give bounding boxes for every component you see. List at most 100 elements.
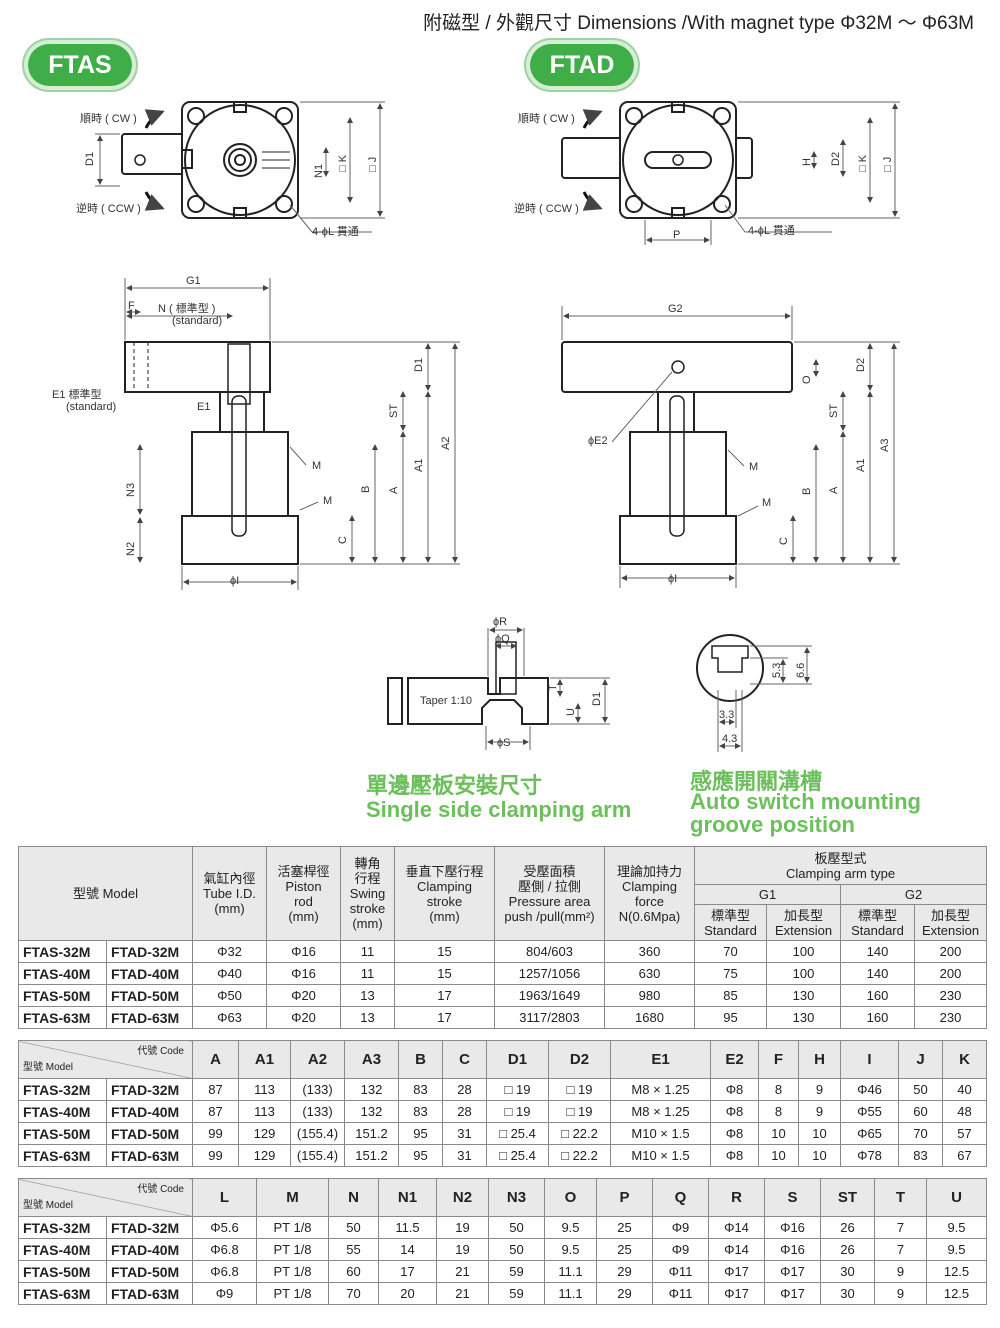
model-header: 型號 Model (18, 846, 193, 941)
g2-label: G2 (668, 303, 683, 315)
p-label: P (673, 229, 680, 241)
model-cell: FTAS-32M (18, 1216, 107, 1239)
value-cell: 200 (913, 940, 988, 963)
value-cell: 140 (840, 940, 915, 963)
value-cell: 75 (694, 962, 767, 985)
col-d2: D2 (548, 1040, 611, 1079)
value-cell: 50 (328, 1216, 379, 1239)
value-cell: PT 1/8 (256, 1260, 329, 1283)
switch-caption-en1: Auto switch mounting (690, 789, 921, 814)
col-a3: A3 (344, 1040, 399, 1079)
value-cell: 230 (913, 1006, 988, 1029)
model-cell: FTAS-50M (18, 984, 107, 1007)
value-cell: 21 (436, 1282, 489, 1305)
model-cell: FTAD-63M (106, 1282, 193, 1305)
value-cell: Φ6.8 (192, 1260, 257, 1283)
value-cell: 30 (820, 1260, 875, 1283)
value-cell: 40 (942, 1078, 987, 1101)
value-cell: 129 (238, 1122, 291, 1145)
g1-label: G1 (186, 275, 201, 287)
clamp-arm-caption-en: Single side clamping arm (366, 797, 632, 822)
model-cell: FTAD-50M (106, 1122, 193, 1145)
value-cell: 10 (758, 1144, 799, 1167)
value-cell: 160 (840, 1006, 915, 1029)
value-cell: 9.5 (926, 1216, 987, 1239)
value-cell: 25 (596, 1238, 653, 1261)
st-label: ST (388, 404, 400, 418)
value-cell: 85 (694, 984, 767, 1007)
col-a1: A1 (238, 1040, 291, 1079)
value-cell: 11 (340, 962, 395, 985)
model-cell: FTAD-63M (106, 1006, 193, 1029)
col-f: F (758, 1040, 799, 1079)
m-label-3: M (749, 461, 758, 473)
value-cell: 99 (192, 1122, 239, 1145)
value-cell: 50 (488, 1216, 545, 1239)
model-cell: FTAS-32M (18, 1078, 107, 1101)
value-cell: M8 × 1.25 (610, 1100, 711, 1123)
value-cell: □ 25.4 (486, 1122, 549, 1145)
value-cell: 67 (942, 1144, 987, 1167)
value-cell: 200 (913, 962, 988, 985)
t-label: T (547, 684, 559, 691)
value-cell: Φ14 (708, 1238, 765, 1261)
value-cell: 630 (604, 962, 695, 985)
value-cell: 11.5 (378, 1216, 437, 1239)
o-label: O (801, 375, 813, 384)
f-label: F (128, 300, 135, 312)
technical-drawings: 順時 ( CW ) 逆時 ( CCW ) D1 N1 □ K □ J 4-ϕL … (52, 101, 900, 752)
value-cell: 113 (238, 1078, 291, 1101)
m-label-2: M (323, 495, 332, 507)
value-cell: 95 (398, 1144, 443, 1167)
m-label-4: M (762, 497, 771, 509)
value-cell: 132 (344, 1078, 399, 1101)
col-t: T (874, 1178, 927, 1217)
value-cell: Φ9 (652, 1216, 709, 1239)
value-cell: Φ17 (708, 1260, 765, 1283)
value-cell: 17 (394, 1006, 495, 1029)
cw-label: 順時 ( CW ) (80, 112, 137, 125)
value-cell: 9.5 (544, 1216, 597, 1239)
value-cell: 21 (436, 1260, 489, 1283)
n-std-label: N ( 標準型 ) (158, 301, 215, 315)
taper-label: Taper 1:10 (420, 695, 472, 707)
col-c: C (442, 1040, 487, 1079)
e1-label: E1 (197, 401, 210, 413)
phi-q-label: ϕQ (495, 633, 510, 645)
value-cell: Φ78 (840, 1144, 899, 1167)
value-cell: 9.5 (926, 1238, 987, 1261)
value-cell: 29 (596, 1282, 653, 1305)
value-cell: Φ20 (266, 984, 341, 1007)
value-cell: 60 (328, 1260, 379, 1283)
value-cell: 8 (758, 1100, 799, 1123)
value-cell: Φ8 (710, 1122, 759, 1145)
value-cell: PT 1/8 (256, 1238, 329, 1261)
value-cell: Φ55 (840, 1100, 899, 1123)
model-cell: FTAD-32M (106, 1216, 193, 1239)
b-label-right: B (801, 488, 813, 495)
col-o: O (544, 1178, 597, 1217)
value-cell: Φ6.8 (192, 1238, 257, 1261)
phi-i-label: ϕI (230, 575, 239, 587)
n-std-en-label: (standard) (172, 315, 222, 327)
model-cell: FTAD-40M (106, 1238, 193, 1261)
value-cell: Φ16 (266, 962, 341, 985)
value-cell: Φ14 (708, 1216, 765, 1239)
value-cell: □ 19 (548, 1100, 611, 1123)
model-cell: FTAS-40M (18, 1100, 107, 1123)
phi-s-label: ϕS (497, 737, 511, 749)
value-cell: Φ11 (652, 1260, 709, 1283)
ftas-side-view (124, 341, 299, 565)
model-cell: FTAD-63M (106, 1144, 193, 1167)
col-j: J (898, 1040, 943, 1079)
